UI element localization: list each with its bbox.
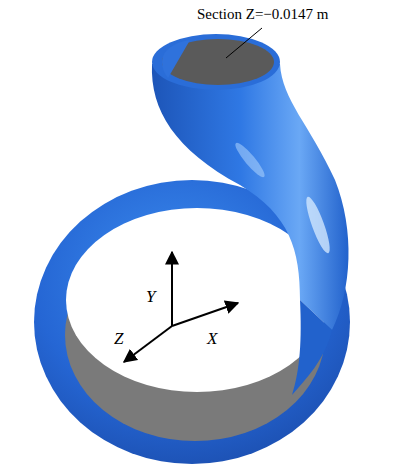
leader-line xyxy=(226,28,262,58)
section-label: Section Z=−0.0147 m xyxy=(197,6,329,23)
outlet-pipe xyxy=(152,64,349,330)
x-axis xyxy=(172,303,238,326)
axis-label: X xyxy=(207,330,217,349)
pipe-join xyxy=(292,300,332,395)
section-face xyxy=(162,39,274,85)
highlight xyxy=(232,140,268,180)
y-axis xyxy=(171,252,173,326)
section-sliver xyxy=(162,40,190,78)
z-axis xyxy=(124,326,172,362)
ring-hole xyxy=(66,208,328,392)
axis-label: Y xyxy=(146,288,155,307)
axis-label: Z xyxy=(114,330,123,349)
highlight xyxy=(302,195,334,255)
pipe-rim xyxy=(152,34,280,90)
